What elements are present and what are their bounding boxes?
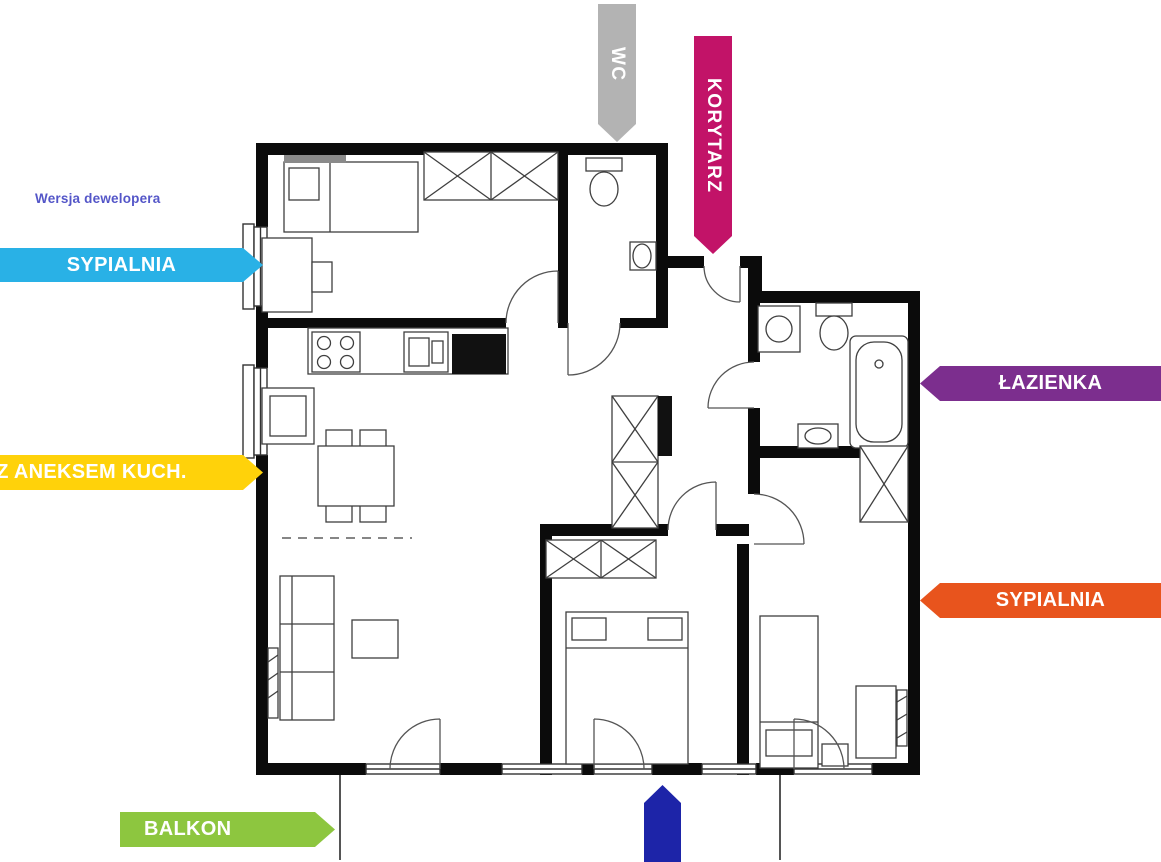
room-label-korytarz: KORYTARZ: [694, 36, 732, 254]
room-label-text: ŁAZIENKA: [998, 372, 1103, 394]
fridge: [452, 334, 506, 374]
door-balcony-3: [793, 718, 845, 770]
door-bedroom2: [667, 481, 717, 531]
room-label-text: Z ANEKSEM KUCH.: [0, 461, 187, 483]
wardrobe-bedroom2: [545, 539, 657, 579]
room-label-sypialnia-left: SYPIALNIA: [0, 248, 263, 282]
bed-1: [283, 155, 419, 233]
door-balcony-1: [389, 718, 441, 770]
dresser-bedroom1: [261, 237, 333, 313]
room-label-text: SYPIALNIA: [66, 253, 177, 276]
room-label-aneksem-kuch: Z ANEKSEM KUCH.: [0, 455, 263, 490]
bed-2: [565, 611, 689, 765]
radiator-living: [267, 647, 279, 719]
radiator-bedroom3: [896, 689, 908, 747]
dining-table: [317, 429, 395, 523]
room-label-text: BALKON: [144, 818, 232, 840]
dishwasher: [261, 387, 315, 445]
walls: [256, 143, 920, 775]
door-bathroom: [707, 361, 755, 409]
sofa: [279, 575, 335, 721]
door-bedroom1: [505, 270, 559, 324]
hall-wardrobe: [611, 395, 672, 529]
door-entrance: [703, 265, 741, 303]
room-label-text: WC: [607, 46, 628, 82]
doors: [389, 265, 845, 770]
sink-bathroom: [797, 423, 839, 449]
wardrobe-1: [423, 151, 559, 201]
nightstand-bedroom3: [821, 743, 849, 767]
washing-machine: [757, 305, 801, 353]
balcony-rails: [339, 775, 781, 860]
door-balcony-2: [593, 718, 645, 770]
toilet-wc: [585, 157, 623, 207]
room-label-lazienka: ŁAZIENKA: [920, 366, 1161, 401]
wardrobe-bedroom3: [859, 445, 909, 523]
coffee-table: [351, 619, 399, 659]
sink-wc: [629, 241, 657, 271]
version-note: Wersja dewelopera: [35, 191, 161, 206]
kitchen-sink: [403, 331, 449, 373]
room-label-text: SYPIALNIA: [995, 589, 1106, 611]
stove: [311, 331, 361, 373]
balcony-direction-arrow: [644, 785, 681, 862]
toilet-bathroom: [815, 302, 853, 351]
desk-bedroom3: [855, 685, 897, 759]
furniture: [261, 151, 909, 769]
room-label-wc: WC: [598, 4, 636, 142]
door-wc: [567, 322, 621, 376]
room-label-balkon: BALKON: [120, 812, 335, 847]
door-bedroom3: [753, 493, 805, 545]
bathtub: [849, 335, 909, 449]
room-label-sypialnia-right: SYPIALNIA: [920, 583, 1161, 618]
room-label-text: KORYTARZ: [703, 78, 724, 194]
bed-3: [759, 615, 819, 769]
